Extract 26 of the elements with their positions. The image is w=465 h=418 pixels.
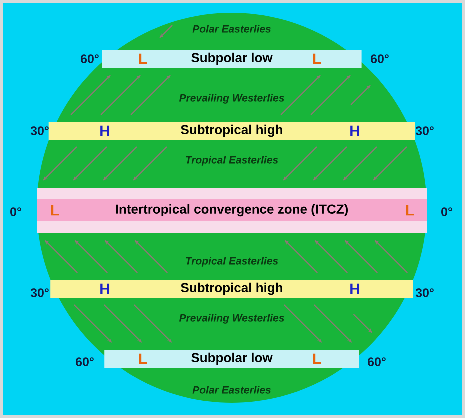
latitude-label: 30° bbox=[30, 288, 49, 298]
latitude-label: 60° bbox=[368, 358, 386, 366]
pressure-letter: H bbox=[350, 126, 360, 136]
latitude-label: 60° bbox=[371, 54, 389, 64]
latitude-label: 0° bbox=[10, 208, 22, 216]
wind-label: Tropical Easterlies bbox=[186, 257, 278, 267]
pressure-letter: L bbox=[313, 354, 322, 364]
wind-label: Prevailing Westerlies bbox=[179, 94, 284, 104]
pressure-letter: L bbox=[406, 205, 414, 216]
latitude-label: 0° bbox=[442, 208, 452, 216]
wind-label: Tropical Easterlies bbox=[186, 156, 278, 166]
pressure-letter: H bbox=[350, 284, 360, 294]
pressure-letter: L bbox=[313, 54, 322, 64]
pressure-letter: L bbox=[51, 205, 60, 216]
pressure-letter: L bbox=[139, 354, 148, 364]
latitude-label: 60° bbox=[81, 54, 99, 64]
wind-label: Prevailing Westerlies bbox=[179, 314, 284, 324]
pressure-letter: L bbox=[139, 54, 148, 64]
latitude-label: 60° bbox=[76, 358, 94, 366]
latitude-label: 30° bbox=[416, 126, 434, 136]
wind-label: Polar Easterlies bbox=[192, 386, 272, 394]
latitude-label: 30° bbox=[30, 126, 49, 136]
wind-label: Polar Easterlies bbox=[192, 25, 272, 33]
pressure-letter: H bbox=[100, 284, 110, 294]
pressure-letter: H bbox=[100, 126, 110, 136]
latitude-label: 30° bbox=[416, 288, 434, 298]
